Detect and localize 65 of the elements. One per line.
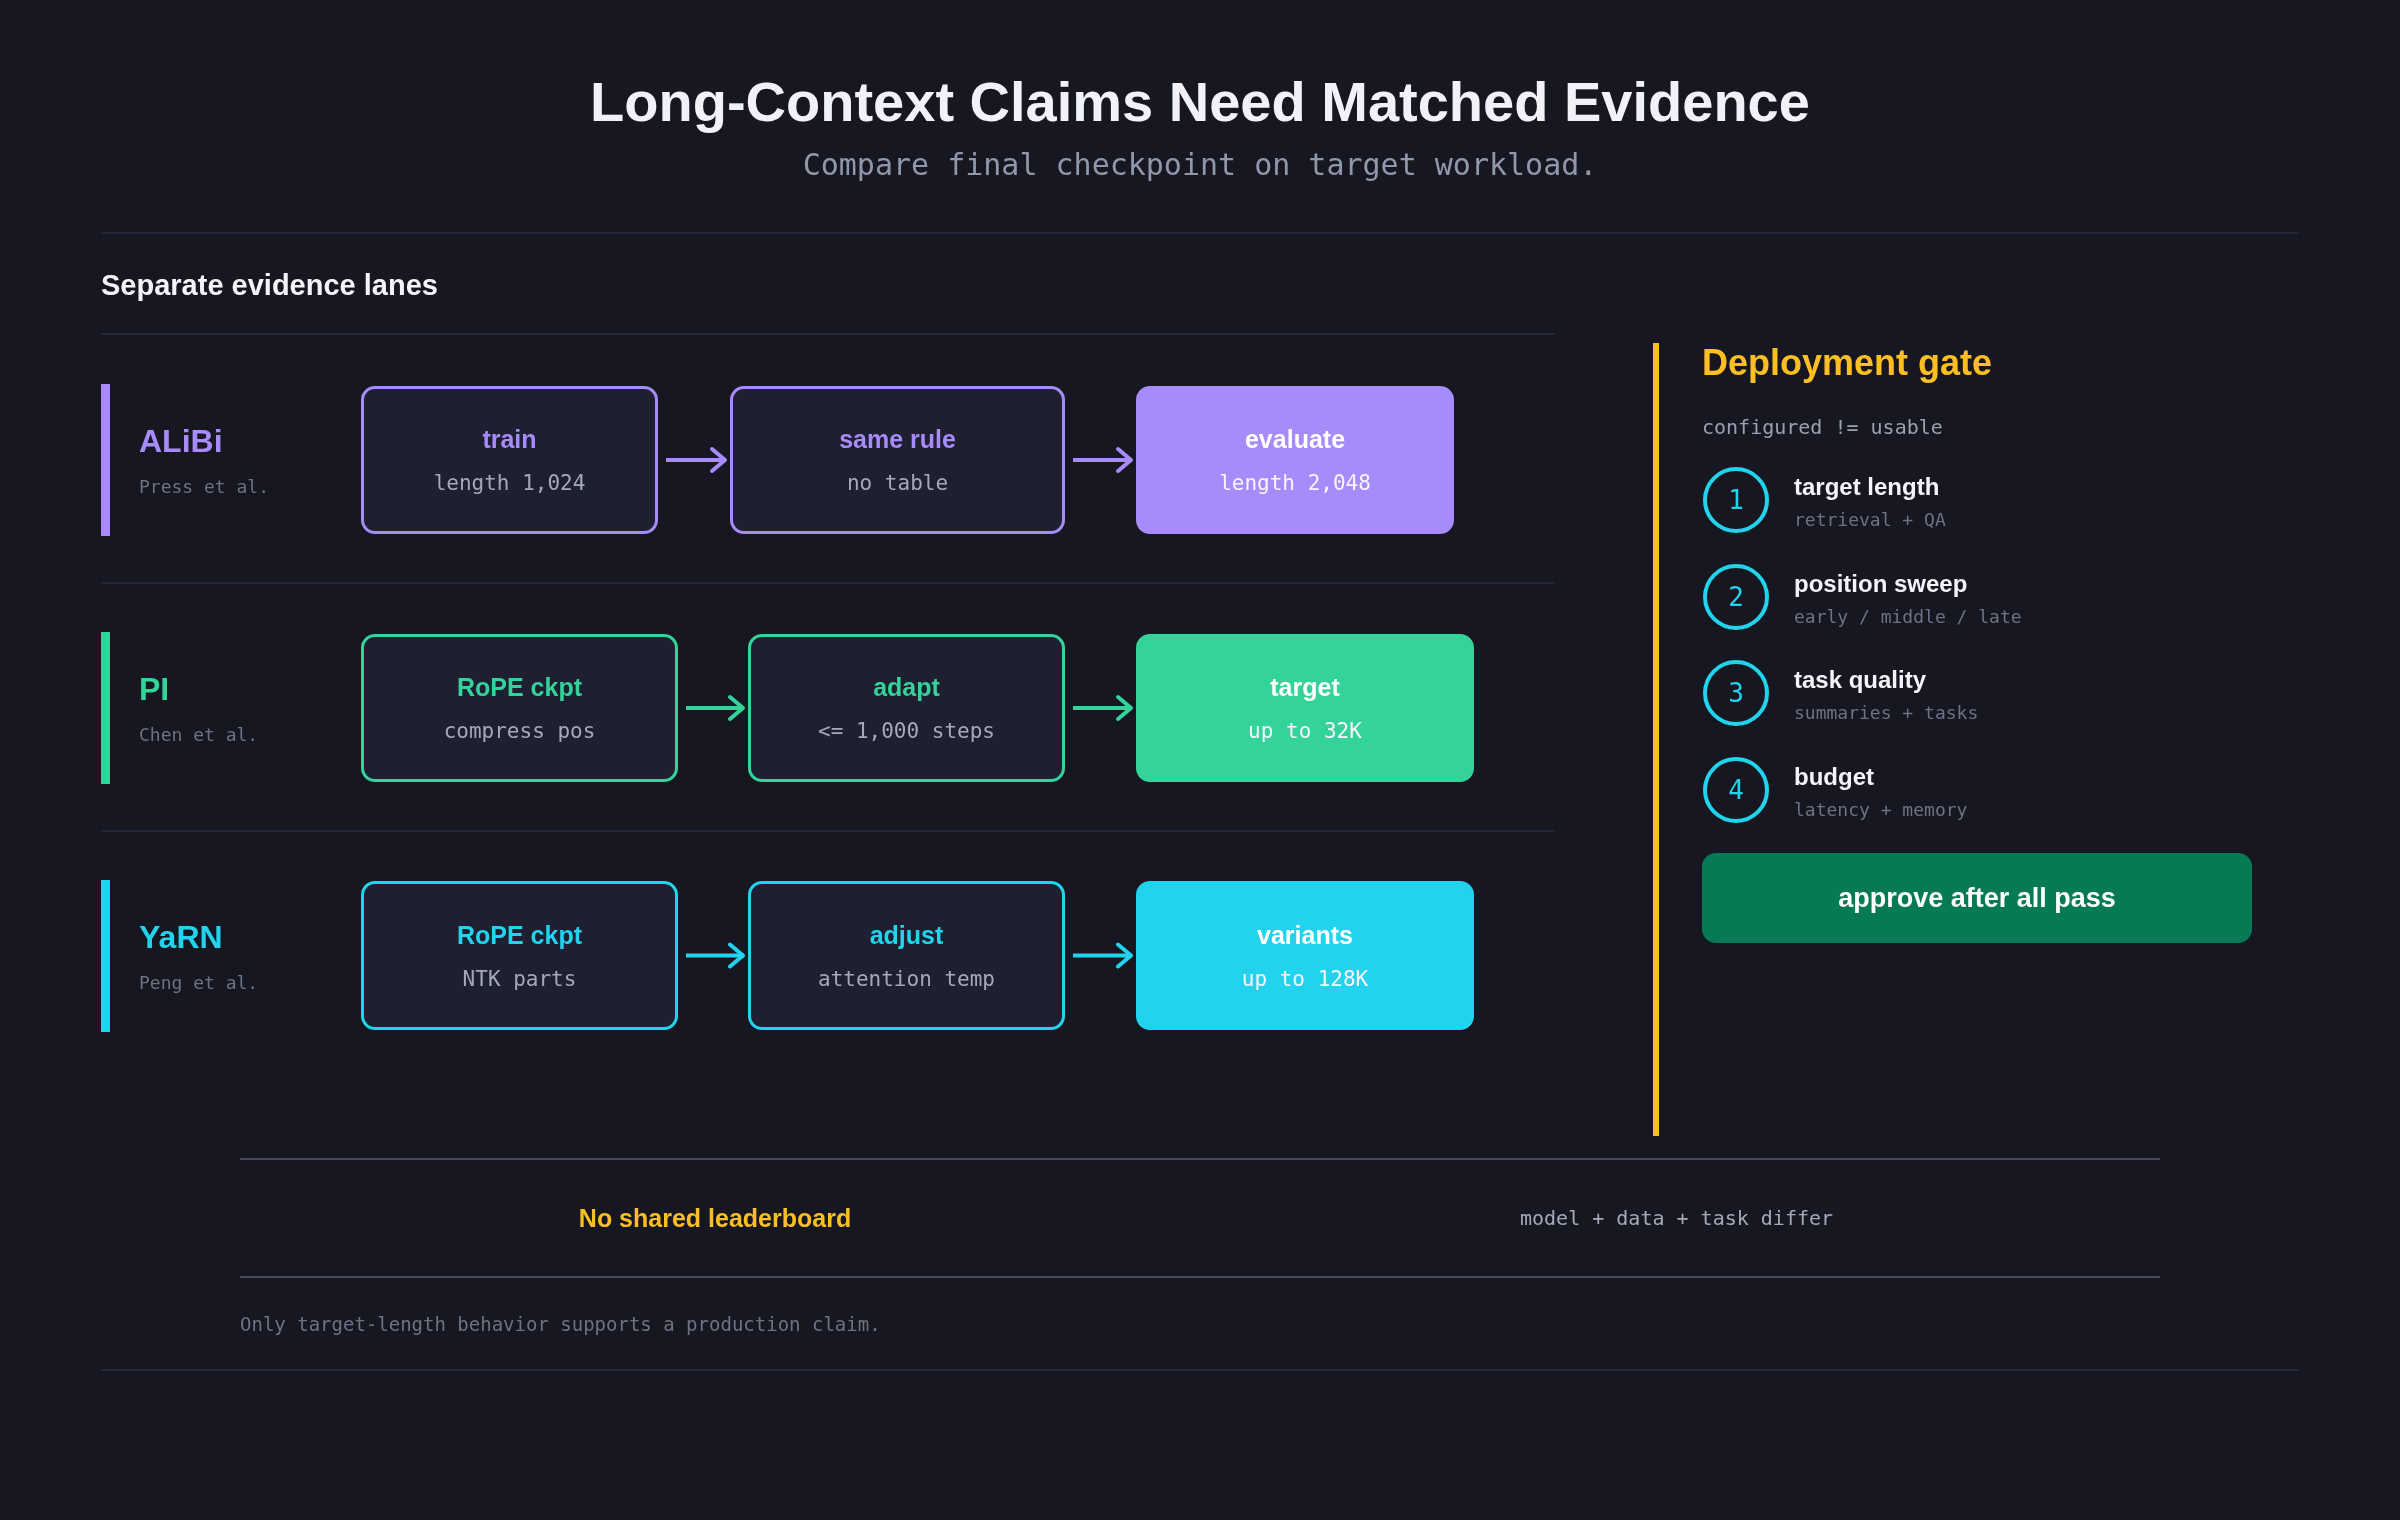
arrow [686,695,745,721]
step-title: same rule [839,424,956,454]
arrow [1073,695,1133,721]
number-circle [1703,564,1769,630]
step-detail: compress pos [443,718,596,744]
step-title: target [1270,672,1340,702]
step-title: train [482,424,537,454]
number-circle [1703,660,1769,726]
section-heading: Separate evidence lanes [101,268,438,303]
result-box [1136,634,1474,782]
step-detail: up to 128K [1241,965,1369,992]
footnote-text: Only target-length behavior supports a production claim. [240,1312,881,1336]
arrow [1073,447,1133,473]
lane-name: YaRN [139,918,223,956]
step-box [748,881,1065,1030]
step-box [361,881,678,1030]
step-title: RoPE ckpt [457,672,582,702]
number-circle [1703,467,1769,533]
subtitle: Compare final checkpoint on target workload. [802,147,1598,183]
step-detail: up to 32K [1248,718,1362,744]
step-detail: attention temp [818,965,995,992]
arrow [1073,942,1133,969]
step-number: 2 [1728,582,1744,612]
panel-note: configured != usable [1702,415,1943,439]
step-box [748,634,1065,782]
step-title: RoPE ckpt [457,919,582,950]
check-title: task quality [1794,665,1927,695]
step-number: 4 [1728,775,1744,805]
step-number: 1 [1728,485,1744,515]
lane-name: ALiBi [139,422,223,460]
lane-name: PI [139,670,170,708]
approval-box [1702,853,2252,943]
step-detail: length 1,024 [433,470,586,496]
step-box [361,634,678,782]
arrow [686,942,745,969]
step-box [730,386,1065,534]
check-detail: retrieval + QA [1794,509,1946,531]
step-title: adjust [869,919,944,950]
check-title: budget [1794,762,1874,792]
check-detail: latency + memory [1794,799,1968,821]
lane-citation: Chen et al. [139,724,259,746]
check-title: target length [1794,472,1940,502]
step-title: evaluate [1244,424,1346,454]
lane-citation: Press et al. [139,476,270,498]
lane-citation: Peng et al. [139,972,259,994]
arrow [666,447,727,473]
panel-heading: Deployment gate [1702,343,1993,383]
callout-text: No shared leaderboard [578,1203,852,1233]
result-box [1136,881,1474,1030]
check-detail: summaries + tasks [1794,702,1979,724]
step-box [361,386,658,534]
step-detail: NTK parts [462,965,577,992]
step-title: variants [1257,919,1353,950]
step-detail: length 2,048 [1219,470,1371,496]
note-text: model + data + task differ [1520,1206,1834,1230]
result-box [1136,386,1454,534]
check-title: position sweep [1794,569,1968,599]
step-detail: no table [846,470,949,496]
check-detail: early / middle / late [1794,606,2022,628]
step-title: adapt [873,672,940,702]
step-number: 3 [1728,678,1744,708]
approval-label: approve after all pass [1838,882,2116,914]
step-detail: <= 1,000 steps [818,718,995,744]
diagram-title: Long-Context Claims Need Matched Evidence [590,69,1810,135]
number-circle [1703,757,1769,823]
